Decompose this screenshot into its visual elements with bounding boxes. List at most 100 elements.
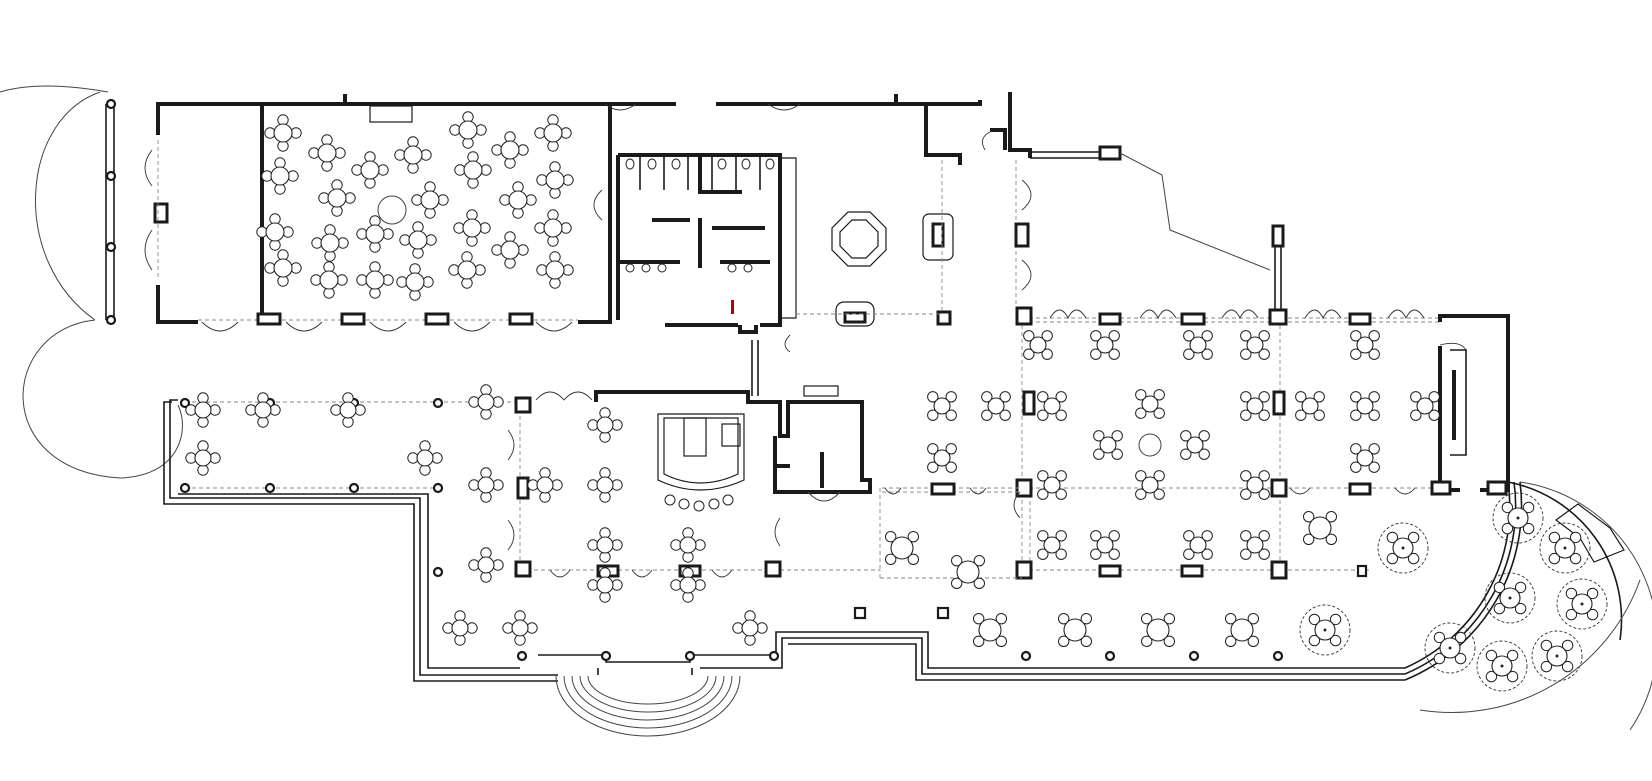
chair-icon (1183, 548, 1195, 560)
table-icon (1416, 397, 1434, 415)
table-icon (1141, 395, 1159, 413)
table-icon (545, 170, 565, 190)
chair-icon (1493, 602, 1506, 615)
chair-icon (1163, 635, 1176, 648)
table-group (1135, 389, 1165, 419)
sink-icon (625, 263, 635, 273)
chair-icon (981, 391, 993, 403)
table-icon (477, 556, 495, 574)
chair-icon (1313, 409, 1325, 421)
chair-icon (1350, 443, 1362, 455)
table-group (396, 263, 434, 301)
toilet-icon (625, 158, 635, 170)
chair-icon (1561, 639, 1574, 652)
chair-icon (1295, 391, 1307, 403)
table-group (318, 179, 356, 217)
table-group (1224, 612, 1260, 648)
table-group (491, 131, 529, 169)
chair-icon (995, 612, 1008, 625)
chair-icon (927, 461, 939, 473)
entry-wall (1014, 145, 1285, 310)
chair-icon (1565, 608, 1578, 621)
chair-icon (1108, 530, 1120, 542)
chair-icon (1501, 522, 1514, 535)
table-icon (1099, 436, 1117, 454)
table-group (356, 261, 394, 299)
table-icon (1141, 476, 1159, 494)
toilet-icon (671, 158, 681, 170)
umbrella-pole (1555, 654, 1559, 658)
table-group (587, 407, 623, 443)
chair-icon (995, 635, 1008, 648)
chair-icon (1037, 548, 1049, 560)
table-group (732, 610, 768, 646)
chair-icon (1368, 443, 1380, 455)
table-group (587, 467, 623, 503)
table-group (1090, 530, 1120, 560)
table-group (499, 181, 537, 219)
table-group (411, 181, 449, 219)
chair-icon (1198, 430, 1210, 442)
chair-icon (1368, 461, 1380, 473)
chair-icon (1247, 612, 1260, 625)
umbrella-pole (1401, 546, 1405, 550)
table-group (1302, 510, 1338, 546)
sink-icon (727, 263, 737, 273)
chair-icon (973, 554, 986, 567)
chair-icon (1329, 634, 1342, 647)
sink-icon (743, 263, 753, 273)
chair-icon (1258, 409, 1270, 421)
toilet-icon (765, 158, 775, 170)
table-icon (1043, 476, 1061, 494)
chair-icon (1135, 488, 1147, 500)
chair-icon (1183, 330, 1195, 342)
chair-icon (1548, 531, 1561, 544)
sink-icon (657, 263, 667, 273)
column-icon (1020, 650, 1032, 662)
table-icon (1246, 336, 1264, 354)
table-group (1410, 391, 1440, 421)
table-icon (890, 536, 914, 560)
chair-icon (950, 554, 963, 567)
chair-icon (1055, 391, 1067, 403)
chair-icon (927, 409, 939, 421)
table-group (308, 134, 346, 172)
chair-icon (1295, 409, 1307, 421)
chair-icon (1140, 612, 1153, 625)
chair-icon (1240, 470, 1252, 482)
bar-kitchen (594, 340, 872, 512)
chair-icon (1454, 652, 1467, 665)
column-icon (432, 566, 444, 578)
table-icon (1043, 397, 1061, 415)
chair-icon (1041, 330, 1053, 342)
chair-icon (927, 391, 939, 403)
table-icon (339, 401, 357, 419)
table-icon (500, 140, 520, 160)
chair-icon (1514, 602, 1527, 615)
table-group (1556, 578, 1608, 630)
chair-icon (1247, 635, 1260, 648)
main-dining-room (1015, 306, 1510, 580)
chair-icon (1201, 530, 1213, 542)
chair-icon (1080, 612, 1093, 625)
column-icon (105, 314, 117, 326)
table-group (491, 231, 529, 269)
table-icon (1146, 618, 1170, 642)
table-group (1037, 530, 1067, 560)
table-icon (265, 222, 285, 242)
chair-icon (1037, 409, 1049, 421)
table-group (442, 610, 478, 646)
umbrella-table-icon (1424, 622, 1476, 674)
table-group (1090, 330, 1120, 360)
chair-icon (1368, 391, 1380, 403)
table-group (1377, 522, 1429, 574)
table-group (407, 440, 443, 476)
table-icon (679, 576, 697, 594)
table-icon (933, 397, 951, 415)
table-group (1424, 622, 1476, 674)
table-icon (1301, 397, 1319, 415)
table-group (468, 467, 504, 503)
table-group (1183, 530, 1213, 560)
toilet-icon (741, 158, 751, 170)
chair-icon (1454, 631, 1467, 644)
